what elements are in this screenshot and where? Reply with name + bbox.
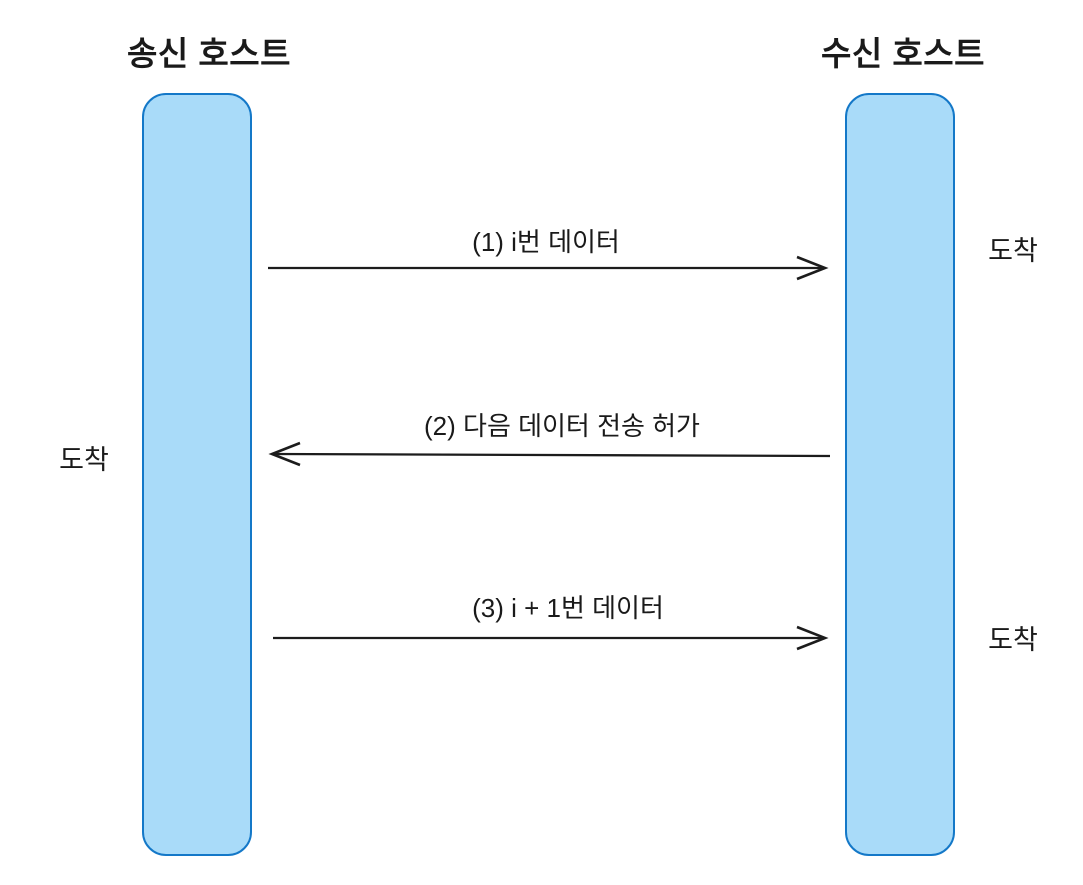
arrival-label-receiver-1: 도착	[988, 236, 1038, 266]
message-3-label: (3) i + 1번 데이터	[472, 593, 664, 623]
message-arrow-3-right	[273, 625, 829, 651]
receiver-host-lifeline	[845, 93, 955, 856]
receiver-host-title: 수신 호스트	[821, 35, 985, 72]
sender-host-lifeline	[142, 93, 252, 856]
message-1-label: (1) i번 데이터	[472, 227, 620, 257]
arrival-label-receiver-3: 도착	[988, 625, 1038, 655]
arrival-label-sender-2: 도착	[59, 445, 109, 475]
message-2-label: (2) 다음 데이터 전송 허가	[424, 411, 700, 441]
message-arrow-2-left	[268, 441, 831, 467]
message-arrow-1-right	[268, 255, 829, 281]
sender-host-title: 송신 호스트	[127, 35, 291, 72]
